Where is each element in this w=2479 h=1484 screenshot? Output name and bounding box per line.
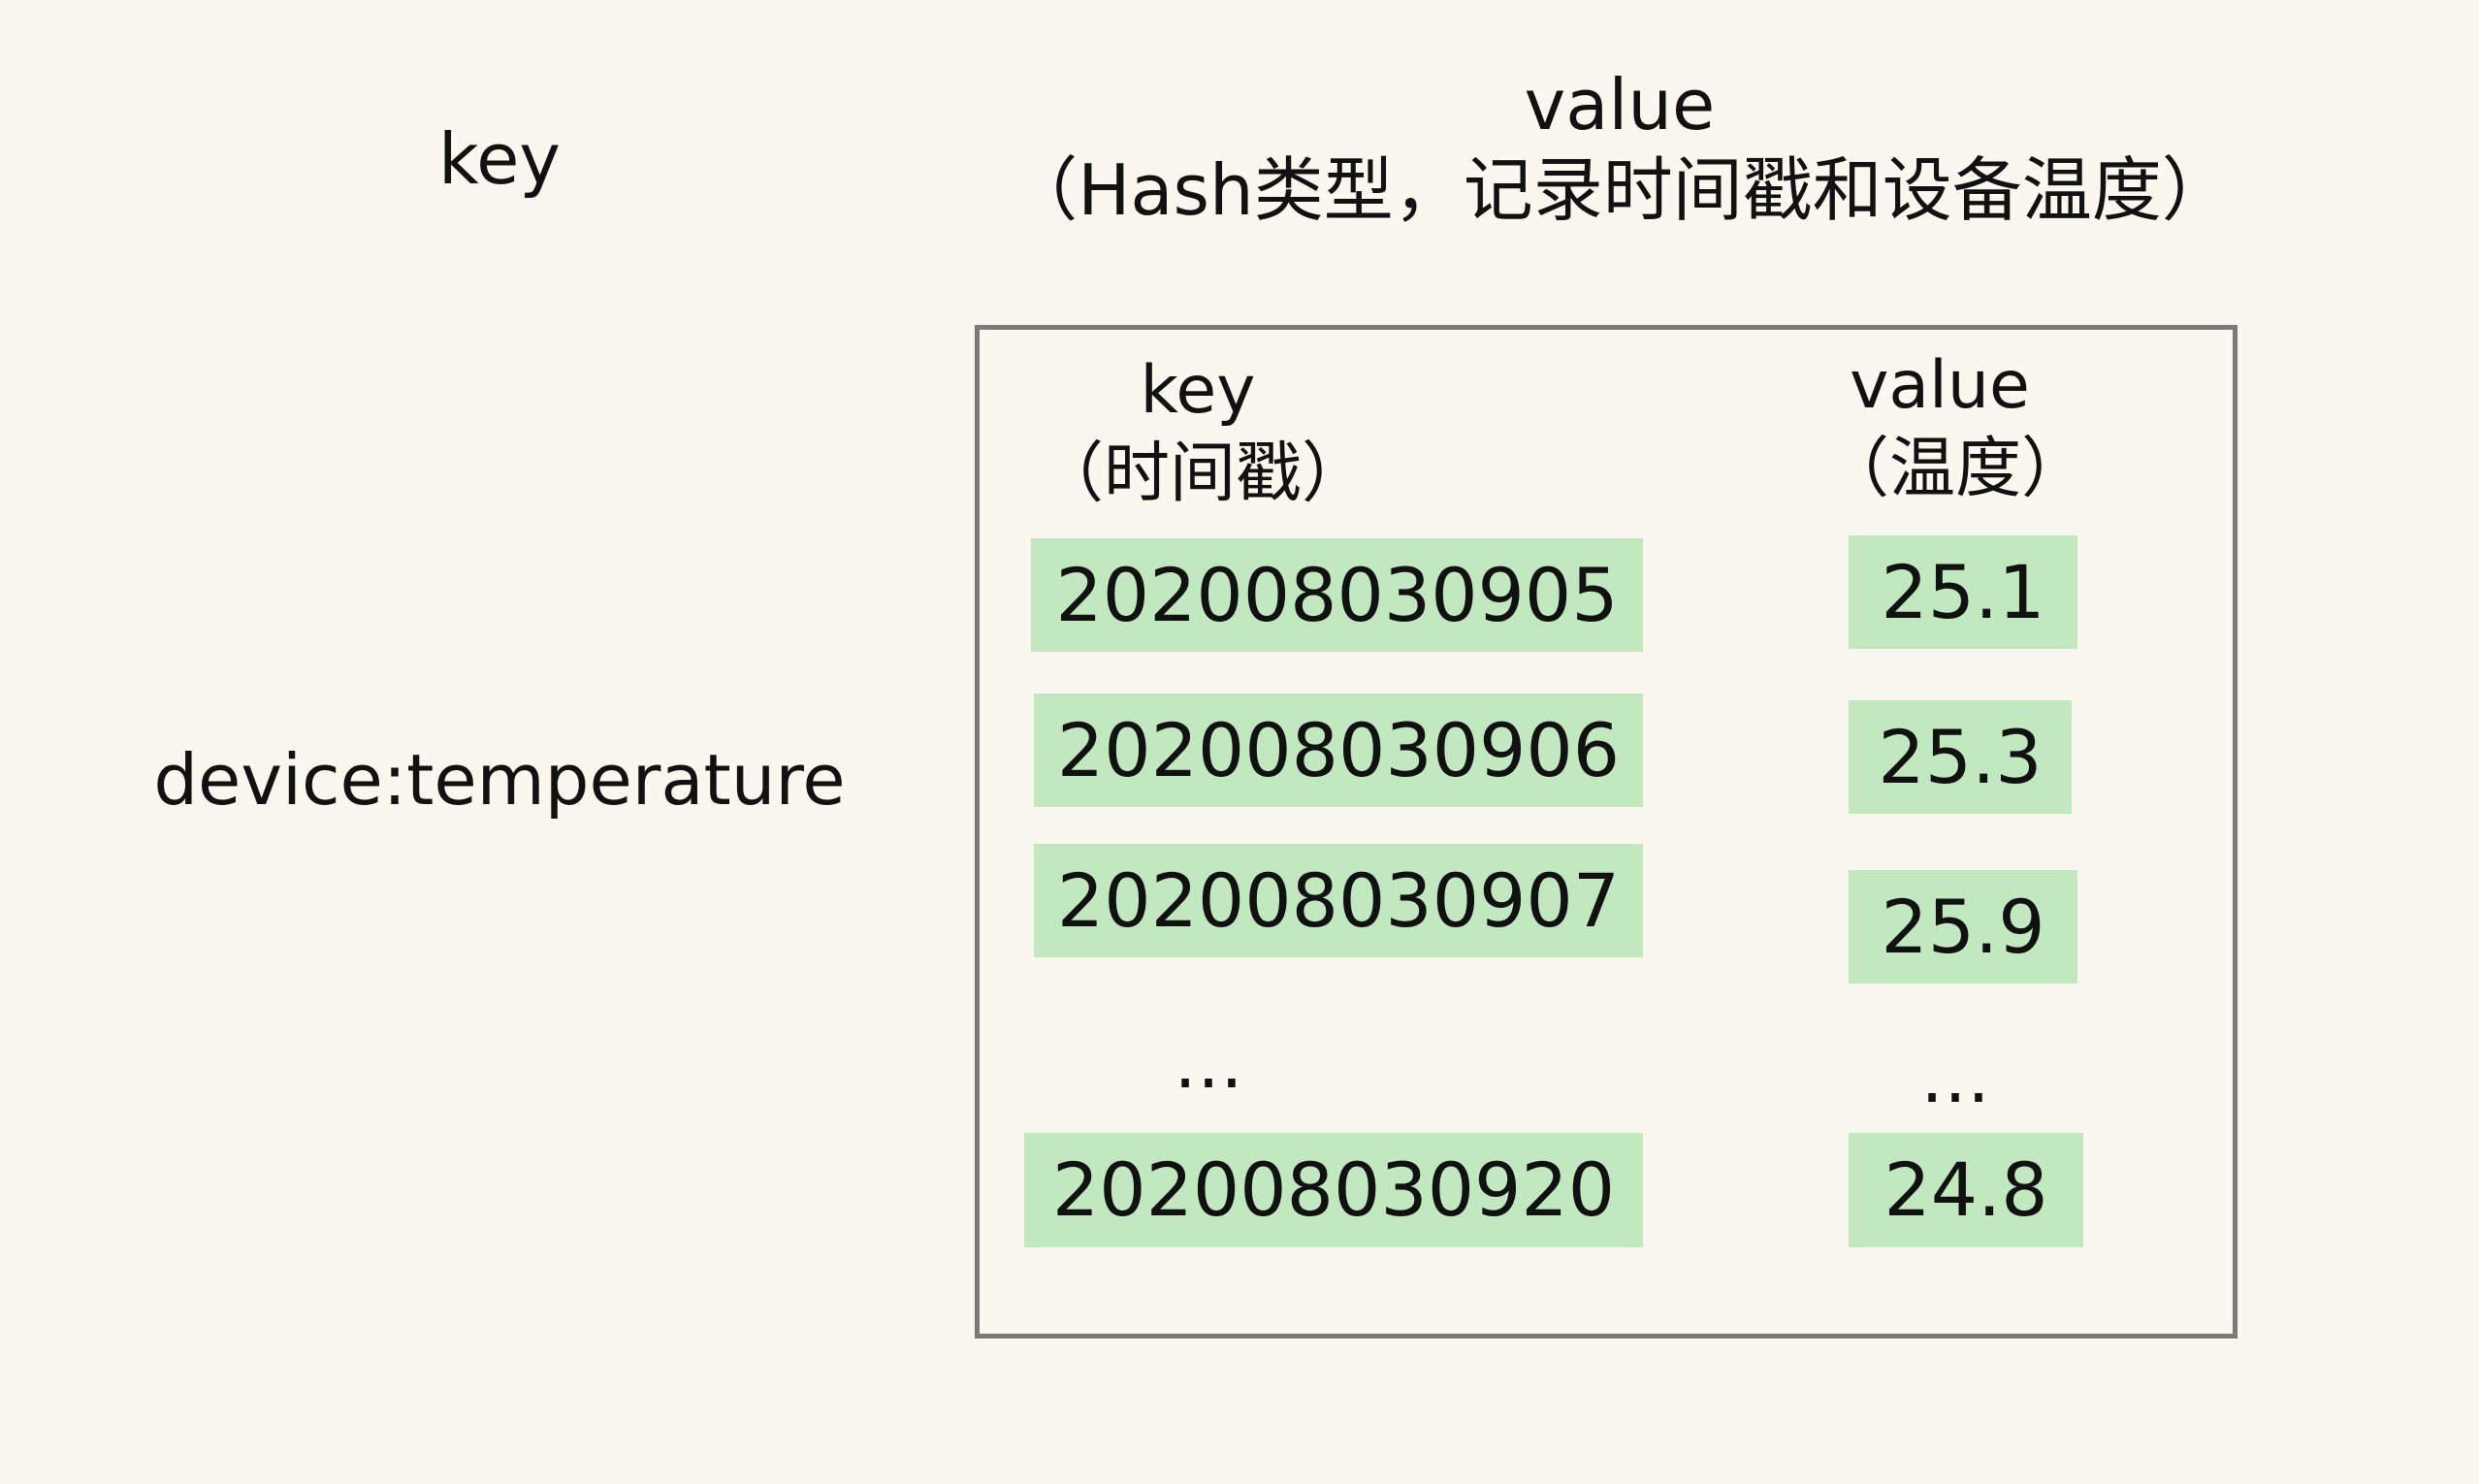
hash-key-ellipsis: … — [1174, 1022, 1251, 1104]
hash-value-column-header: value （温度） — [1823, 344, 2088, 511]
hash-entry-value-cell: 25.1 — [1849, 535, 2077, 649]
hash-entry-value-cell: 24.8 — [1849, 1133, 2083, 1247]
outer-key-header: key — [437, 118, 562, 200]
outer-value-header-title: value — [1524, 64, 1716, 145]
hash-entry-value-cell: 25.9 — [1849, 870, 2077, 984]
hash-value-header-description: （温度） — [1823, 431, 2088, 507]
hash-value-box — [975, 325, 2238, 1339]
hash-key-column-header: key （时间戳） — [1038, 349, 1368, 516]
hash-entry-key-cell: 202008030905 — [1031, 538, 1643, 652]
hash-value-ellipsis: … — [1920, 1037, 1998, 1118]
hash-entry-value-cell: 25.3 — [1849, 700, 2072, 814]
outer-key-name: device:temperature — [153, 739, 846, 821]
outer-value-header-description: （Hash类型，记录时间戳和设备温度） — [1008, 149, 2232, 231]
outer-value-header: value （Hash类型，记录时间戳和设备温度） — [999, 62, 2240, 233]
hash-entry-key-cell: 202008030907 — [1034, 844, 1643, 957]
hash-entry-key-cell: 202008030920 — [1024, 1133, 1643, 1247]
hash-key-header-description: （时间戳） — [1038, 436, 1368, 512]
hash-entry-key-cell: 202008030906 — [1034, 694, 1643, 807]
hash-value-header-title: value — [1850, 347, 2030, 424]
hash-key-header-title: key — [1140, 352, 1256, 429]
